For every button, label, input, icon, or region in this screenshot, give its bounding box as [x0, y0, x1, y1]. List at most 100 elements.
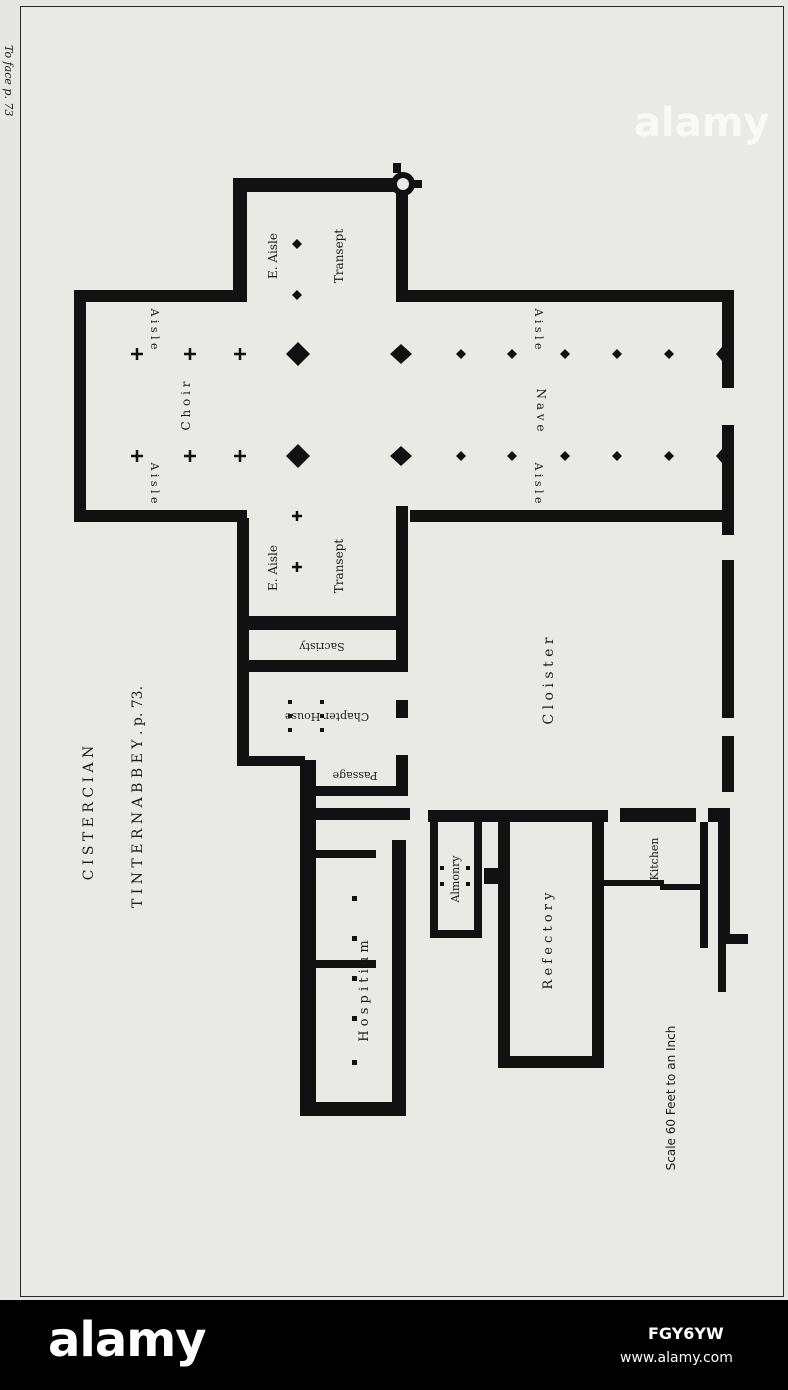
column	[440, 882, 444, 886]
wall	[233, 178, 247, 300]
stair-turret-core	[397, 178, 409, 190]
wall	[708, 808, 730, 822]
wall	[396, 755, 408, 795]
wall	[430, 822, 438, 938]
column	[320, 700, 324, 704]
wall	[396, 630, 408, 666]
column	[466, 882, 470, 886]
pier	[131, 348, 143, 360]
label-almonry: Almonry	[449, 855, 462, 903]
pier	[390, 446, 412, 466]
wall	[604, 880, 664, 886]
column	[352, 936, 357, 941]
wall	[620, 808, 696, 822]
wall	[498, 816, 510, 1068]
wall	[237, 518, 249, 630]
wall	[428, 810, 608, 822]
pier	[560, 349, 570, 359]
wall	[396, 290, 734, 302]
wall	[310, 808, 410, 820]
label-e-aisle-south: E. Aisle	[266, 545, 280, 591]
wall	[233, 178, 403, 192]
pier	[131, 450, 143, 462]
wall	[237, 672, 249, 766]
wall	[414, 180, 422, 188]
watermark: alamy	[634, 100, 770, 146]
wall	[592, 816, 604, 1068]
wall	[74, 290, 86, 522]
pier	[184, 450, 196, 462]
column	[466, 866, 470, 870]
column	[352, 1016, 357, 1021]
pier	[286, 342, 310, 366]
label-aisle-choir-south: A i s l e	[148, 462, 161, 504]
footer-image-id: FGY6YW	[648, 1324, 724, 1343]
label-passage: Passage	[332, 769, 378, 782]
pier	[507, 349, 517, 359]
column	[320, 714, 324, 718]
pier	[664, 349, 674, 359]
wall	[474, 822, 482, 938]
wall	[237, 660, 408, 672]
plan-title-line1: C I S T E R C I A N	[81, 745, 97, 881]
wall	[74, 290, 247, 302]
wall	[316, 850, 376, 858]
wall	[430, 930, 482, 938]
wall	[237, 616, 408, 630]
wall	[300, 1102, 406, 1116]
wall	[498, 1056, 604, 1068]
nave-piers	[292, 239, 728, 463]
wall	[396, 188, 408, 300]
wall	[718, 822, 730, 942]
label-transept-south: Transept	[332, 538, 346, 594]
scale-note: Scale 60 Feet to an Inch	[664, 1025, 678, 1171]
pier	[234, 450, 246, 462]
walls	[74, 163, 748, 1116]
wall	[237, 630, 249, 664]
footer-logo: alamy	[48, 1312, 207, 1368]
column	[288, 700, 292, 704]
pier	[456, 349, 466, 359]
label-nave-aisle-north: A i s l e	[532, 308, 545, 350]
wall	[722, 290, 734, 388]
label-cloister: C l o i s t e r	[541, 637, 557, 725]
label-nave: N a v e	[534, 388, 548, 432]
wall	[300, 760, 316, 816]
pier	[612, 451, 622, 461]
label-sacristy: Sacristy	[299, 640, 345, 653]
column	[320, 728, 324, 732]
columns	[288, 700, 470, 1065]
wall	[396, 506, 408, 630]
label-nave-aisle-south: A i s l e	[532, 462, 545, 504]
wall	[410, 510, 734, 522]
wall	[74, 510, 247, 522]
wall	[300, 816, 316, 1116]
wall	[718, 940, 726, 992]
wall	[396, 700, 408, 718]
label-aisle-choir-north: A i s l e	[148, 308, 161, 350]
footer-site-link[interactable]: www.alamy.com	[620, 1350, 733, 1366]
label-kitchen: Kitchen	[648, 837, 661, 881]
plan-title-line2: T I N T E R N A B B E Y . p. 73.	[130, 685, 146, 909]
column	[352, 896, 357, 901]
pier	[184, 348, 196, 360]
wall	[393, 163, 401, 173]
wall	[722, 736, 734, 792]
pier	[390, 344, 412, 364]
label-hospitium: H o s p i t i u m	[357, 940, 372, 1042]
pier	[292, 290, 302, 300]
wall	[237, 756, 305, 766]
wall	[314, 786, 408, 796]
pier	[716, 449, 728, 463]
column	[288, 728, 292, 732]
label-e-aisle-north: E. Aisle	[266, 233, 280, 279]
pier	[612, 349, 622, 359]
floor-plan	[74, 163, 748, 1116]
wall	[316, 960, 376, 968]
choir-piers	[131, 348, 302, 572]
pier	[664, 451, 674, 461]
column	[352, 976, 357, 981]
label-refectory: R e f e c t o r y	[541, 892, 556, 990]
pier	[716, 347, 728, 361]
fireplace	[484, 868, 498, 884]
